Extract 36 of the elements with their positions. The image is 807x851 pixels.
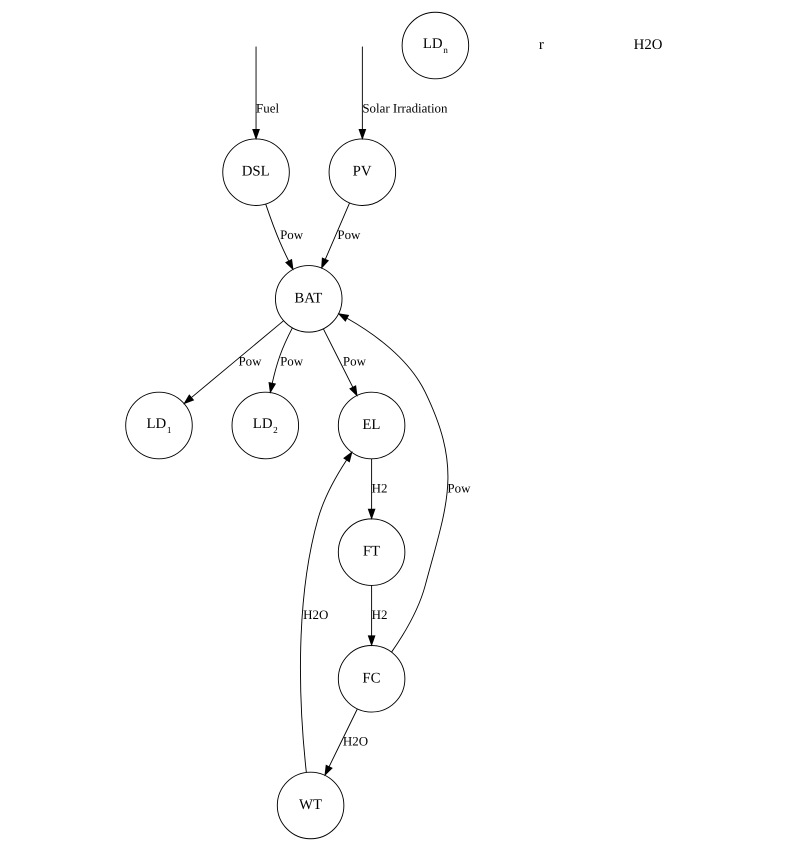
node-circle: PV bbox=[328, 138, 396, 206]
arrow bbox=[358, 46, 366, 140]
node-circle: WT bbox=[276, 772, 344, 840]
edge-label: Pow bbox=[447, 480, 470, 496]
edge-label: Pow bbox=[280, 354, 304, 369]
arrow bbox=[183, 320, 284, 404]
edge-label: Pow bbox=[280, 226, 304, 242]
edge-label: Solar Irradiation bbox=[362, 100, 448, 116]
node-circle: LD$_{2}$ bbox=[232, 392, 300, 460]
edge-label: Fuel bbox=[256, 100, 280, 116]
arrow bbox=[368, 458, 376, 520]
edge-label: H2 bbox=[372, 606, 388, 622]
edge-label: Pow bbox=[337, 226, 360, 242]
edge-label: H2O bbox=[342, 734, 368, 749]
arrow bbox=[323, 328, 358, 397]
arrow bbox=[321, 202, 350, 270]
arrow bbox=[368, 585, 376, 647]
node-circle: LD$_{n}$ bbox=[402, 12, 470, 80]
edge-label: Pow bbox=[342, 354, 366, 369]
arrow bbox=[338, 313, 448, 653]
node-circle: DSL bbox=[222, 138, 290, 206]
node-circle: EL bbox=[338, 392, 406, 460]
node-circle: LD$_{1}$ bbox=[125, 392, 193, 460]
edge-label: Pow bbox=[238, 354, 262, 369]
node-circle: BAT bbox=[275, 265, 342, 333]
label: r bbox=[538, 37, 544, 54]
node-circle: FC bbox=[338, 645, 406, 713]
arrow bbox=[324, 708, 358, 776]
edge-label: H2 bbox=[372, 480, 388, 496]
node-circle: FT bbox=[338, 518, 406, 586]
arrow bbox=[268, 327, 293, 394]
edge-label: H2O bbox=[303, 606, 328, 622]
arrow bbox=[300, 451, 353, 773]
arrow bbox=[252, 46, 260, 140]
arrow bbox=[265, 204, 294, 270]
label: H2O bbox=[634, 37, 662, 54]
